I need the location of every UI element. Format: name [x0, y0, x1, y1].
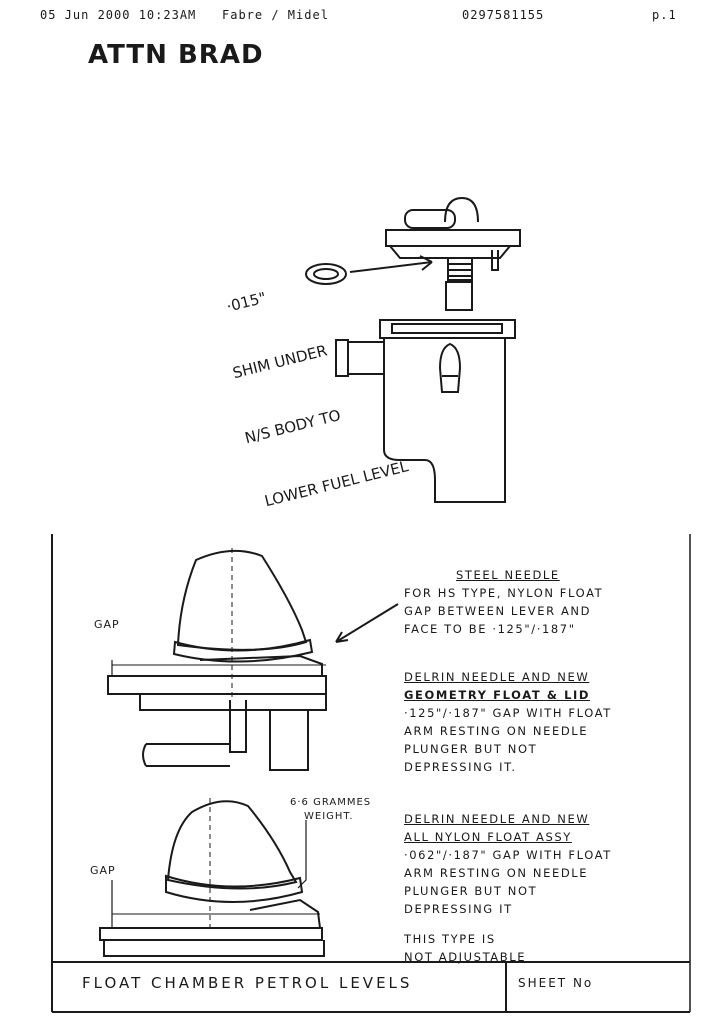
delrin-nylon-extra-1: THIS TYPE IS — [404, 932, 496, 946]
lid-assembly — [385, 196, 521, 271]
upper-float-assembly — [107, 548, 327, 771]
gap-label-bottom: GAP — [90, 864, 116, 877]
gap-label-top: GAP — [94, 618, 120, 631]
steel-line-1: FOR HS TYPE, NYLON FLOAT — [404, 586, 604, 600]
delrin-geometry-title-1: DELRIN NEEDLE AND NEW — [404, 670, 590, 684]
steel-needle-title: STEEL NEEDLE — [456, 568, 560, 582]
delrin-geometry-line-2: ARM RESTING ON NEEDLE — [404, 724, 589, 738]
delrin-nylon-line-2: ARM RESTING ON NEEDLE — [404, 866, 589, 880]
delrin-nylon-extra-2: NOT ADJUSTABLE — [404, 950, 527, 964]
drawing-title: FLOAT CHAMBER PETROL LEVELS — [82, 974, 413, 992]
float-chamber-body — [335, 319, 516, 503]
weight-line-1: 6·6 GRAMMES — [290, 797, 372, 808]
sheet-number-label: SHEET No — [518, 976, 594, 990]
attn-note: ATTN BRAD — [88, 40, 264, 70]
delrin-geometry-title-2: GEOMETRY FLOAT & LID — [404, 688, 591, 702]
fax-datetime: 05 Jun 2000 10:23AM — [40, 8, 197, 22]
drawing-frame — [51, 534, 691, 1013]
delrin-nylon-line-3: PLUNGER BUT NOT — [404, 884, 538, 898]
delrin-geometry-note: DELRIN NEEDLE AND NEW GEOMETRY FLOAT & L… — [404, 668, 612, 776]
weight-label: 6·6 GRAMMES WEIGHT. — [290, 796, 371, 824]
delrin-nylon-note: DELRIN NEEDLE AND NEW ALL NYLON FLOAT AS… — [404, 810, 612, 966]
fax-phone: 0297581155 — [462, 8, 545, 22]
delrin-geometry-line-4: DEPRESSING IT. — [404, 760, 517, 774]
delrin-geometry-line-1: ·125"/·187" GAP WITH FLOAT — [404, 706, 612, 720]
delrin-nylon-title-2: ALL NYLON FLOAT ASSY — [404, 830, 572, 844]
delrin-nylon-title-1: DELRIN NEEDLE AND NEW — [404, 812, 590, 826]
steel-needle-note: STEEL NEEDLE FOR HS TYPE, NYLON FLOAT GA… — [404, 566, 603, 638]
delrin-nylon-line-4: DEPRESSING IT — [404, 902, 513, 916]
shim-ring — [305, 263, 347, 285]
steel-line-2: GAP BETWEEN LEVER AND — [404, 604, 592, 618]
delrin-nylon-line-1: ·062"/·187" GAP WITH FLOAT — [404, 848, 612, 862]
fax-sender: Fabre / Midel — [222, 8, 329, 22]
delrin-geometry-line-3: PLUNGER BUT NOT — [404, 742, 538, 756]
lower-float-assembly — [99, 798, 325, 957]
needle-seat — [445, 257, 473, 311]
fax-page-number: p.1 — [652, 8, 677, 22]
weight-line-2: WEIGHT. — [304, 811, 354, 822]
steel-line-3: FACE TO BE ·125"/·187" — [404, 622, 576, 636]
